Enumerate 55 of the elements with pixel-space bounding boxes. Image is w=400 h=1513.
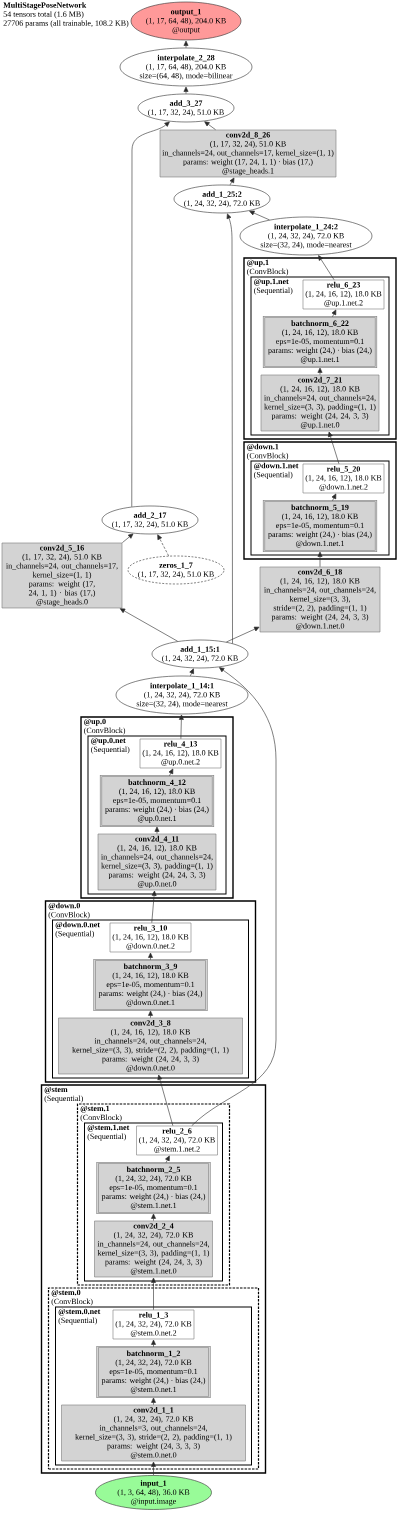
arrow — [317, 367, 323, 375]
arrow — [157, 1074, 174, 1126]
arrow — [151, 1277, 156, 1310]
arrow — [165, 1155, 170, 1164]
arrow — [151, 1213, 156, 1221]
arrow — [328, 431, 340, 464]
layer-box: conv2d_6_18 (1, 24, 16, 12), 18.0 KB in_channels=24, out_channels=24, kernel_size=(3, 3), stride=(2, 2), padding=(1, 1) params: weight (24, 24, 3, 3) @down.1.net.0 — [259, 566, 381, 633]
layer-box: conv2d_7_21 (1, 24, 16, 12), 18.0 KB in_channels=24, out_channels=24, kernel_size=(3, 3), padding=(1, 1) params: weight (24, 24, 3, 3) @up.1.net.0 — [260, 374, 380, 432]
arrow — [191, 667, 277, 1126]
arrow — [154, 826, 160, 834]
layer-box: batchnorm_5_19 (1, 24, 16, 12), 18.0 KB eps=1e-05, momentum=0.1 params: weight (24,) · bias (24,) @down.1.net.1 — [262, 499, 378, 553]
layer-box: relu_4_13 (1, 24, 16, 12), 18.0 KB @up.0.net.2 — [139, 738, 222, 769]
layer-box: relu_1_3 (1, 24, 32, 24), 72.0 KB @stem.0.net.2 — [112, 1309, 195, 1340]
layer-box: conv2d_1_1 (1, 24, 32, 24), 72.0 KB in_channels=3, out_channels=24, kernel_size=(3, 3), stride=(2, 2), padding=(1, 1) params: weight (24, 3, 3, 3) @stem.0.net.0 — [61, 1404, 246, 1462]
arrow — [151, 1339, 156, 1348]
arrow — [151, 1397, 156, 1405]
arrow — [204, 121, 216, 130]
arrow — [183, 86, 189, 94]
arrow — [148, 1010, 153, 1018]
layer-box: conv2d_4_11 (1, 24, 16, 12), 18.0 KB in_channels=24, out_channels=24, kernel_size=(3, 3), padding=(1, 1) params: weight (24, 24, 3, 3) @up.0.net.0 — [97, 833, 217, 891]
layer-box: batchnorm_1_2 (1, 24, 32, 24), 72.0 KB eps=1e-05, momentum=0.1 params: weight (24,) · bias (24,) @stem.0.net.1 — [96, 1345, 211, 1399]
arrow — [183, 40, 189, 48]
layer-box: relu_2_6 (1, 24, 32, 24), 72.0 KB @stem.1.net.2 — [136, 1125, 218, 1156]
arrow — [229, 177, 235, 186]
arrow — [226, 626, 260, 643]
arrow — [168, 768, 174, 777]
arrow — [189, 668, 194, 677]
arrow — [317, 551, 323, 567]
layer-box: relu_3_10 (1, 24, 16, 12), 18.0 KB @down.0.net.2 — [109, 922, 192, 953]
layer-box: relu_5_20 (1, 24, 16, 12), 18.0 KB @down.1.net.2 — [302, 463, 385, 494]
arrow — [122, 533, 134, 543]
layer-box: conv2d_2_4 (1, 24, 32, 24), 72.0 KB in_channels=24, out_channels=24, kernel_size=(3, 3), padding=(1, 1) params: weight (24, 24, 3, 3) @stem.1.net.0 — [94, 1220, 213, 1278]
arrow — [226, 213, 233, 644]
arrow — [119, 608, 178, 642]
arrow — [331, 309, 337, 318]
layer-box: conv2d_8_26 (1, 17, 32, 24), 51.0 KB in_channels=24, out_channels=17, kernel_size=(1, 1) params: weight (17, 24, 1, 1) · bias (17,) @stage_heads.1 — [159, 129, 337, 178]
arrow — [249, 210, 270, 221]
layer-box: batchnorm_3_9 (1, 24, 16, 12), 18.0 KB eps=1e-05, momentum=0.1 params: weight (24,) · bias (24,) @down.0.net.1 — [93, 958, 208, 1012]
arrow — [331, 493, 337, 502]
summary-text: 27706 params (all trainable, 108.2 KB) — [3, 20, 129, 28]
summary-text: 54 tensors total (1.6 MB) — [3, 11, 84, 19]
arrow — [131, 121, 170, 508]
arrow — [148, 952, 153, 961]
arrow — [178, 714, 184, 739]
layer-box: batchnorm_2_5 (1, 24, 32, 24), 72.0 KB eps=1e-05, momentum=0.1 params: weight (24,) · bias (24,) @stem.1.net.1 — [96, 1161, 211, 1215]
layer-box: conv2d_3_8 (1, 24, 16, 12), 18.0 KB in_channels=24, out_channels=24, kernel_size=(3, 3), stride=(2, 2), padding=(1, 1) params: weight (24, 24, 3, 3) @down.0.net.0 — [58, 1017, 243, 1075]
layer-box: relu_6_23 (1, 24, 16, 12), 18.0 KB @up.1.net.2 — [302, 279, 385, 310]
layer-box: batchnorm_4_12 (1, 24, 16, 12), 18.0 KB eps=1e-05, momentum=0.1 params: weight (24,) · bias (24,) @up.0.net.1 — [99, 774, 215, 828]
arrow — [151, 890, 157, 923]
arrow — [151, 1461, 156, 1476]
layer-box: batchnorm_6_22 (1, 24, 16, 12), 18.0 KB eps=1e-05, momentum=0.1 params: weight (24,) · bias (24,) @up.1.net.1 — [262, 315, 378, 369]
arrow — [157, 534, 169, 557]
arrow — [318, 255, 335, 280]
diagram-title: MultiStagePoseNetwork — [3, 2, 87, 10]
layer-box: conv2d_5_16 (1, 17, 32, 24), 51.0 KB in_channels=24, out_channels=17, kernel_size=(1, 1) params: weight (17, 24, 1, 1) · bias (17,) @stage_heads.0 — [1, 542, 123, 609]
